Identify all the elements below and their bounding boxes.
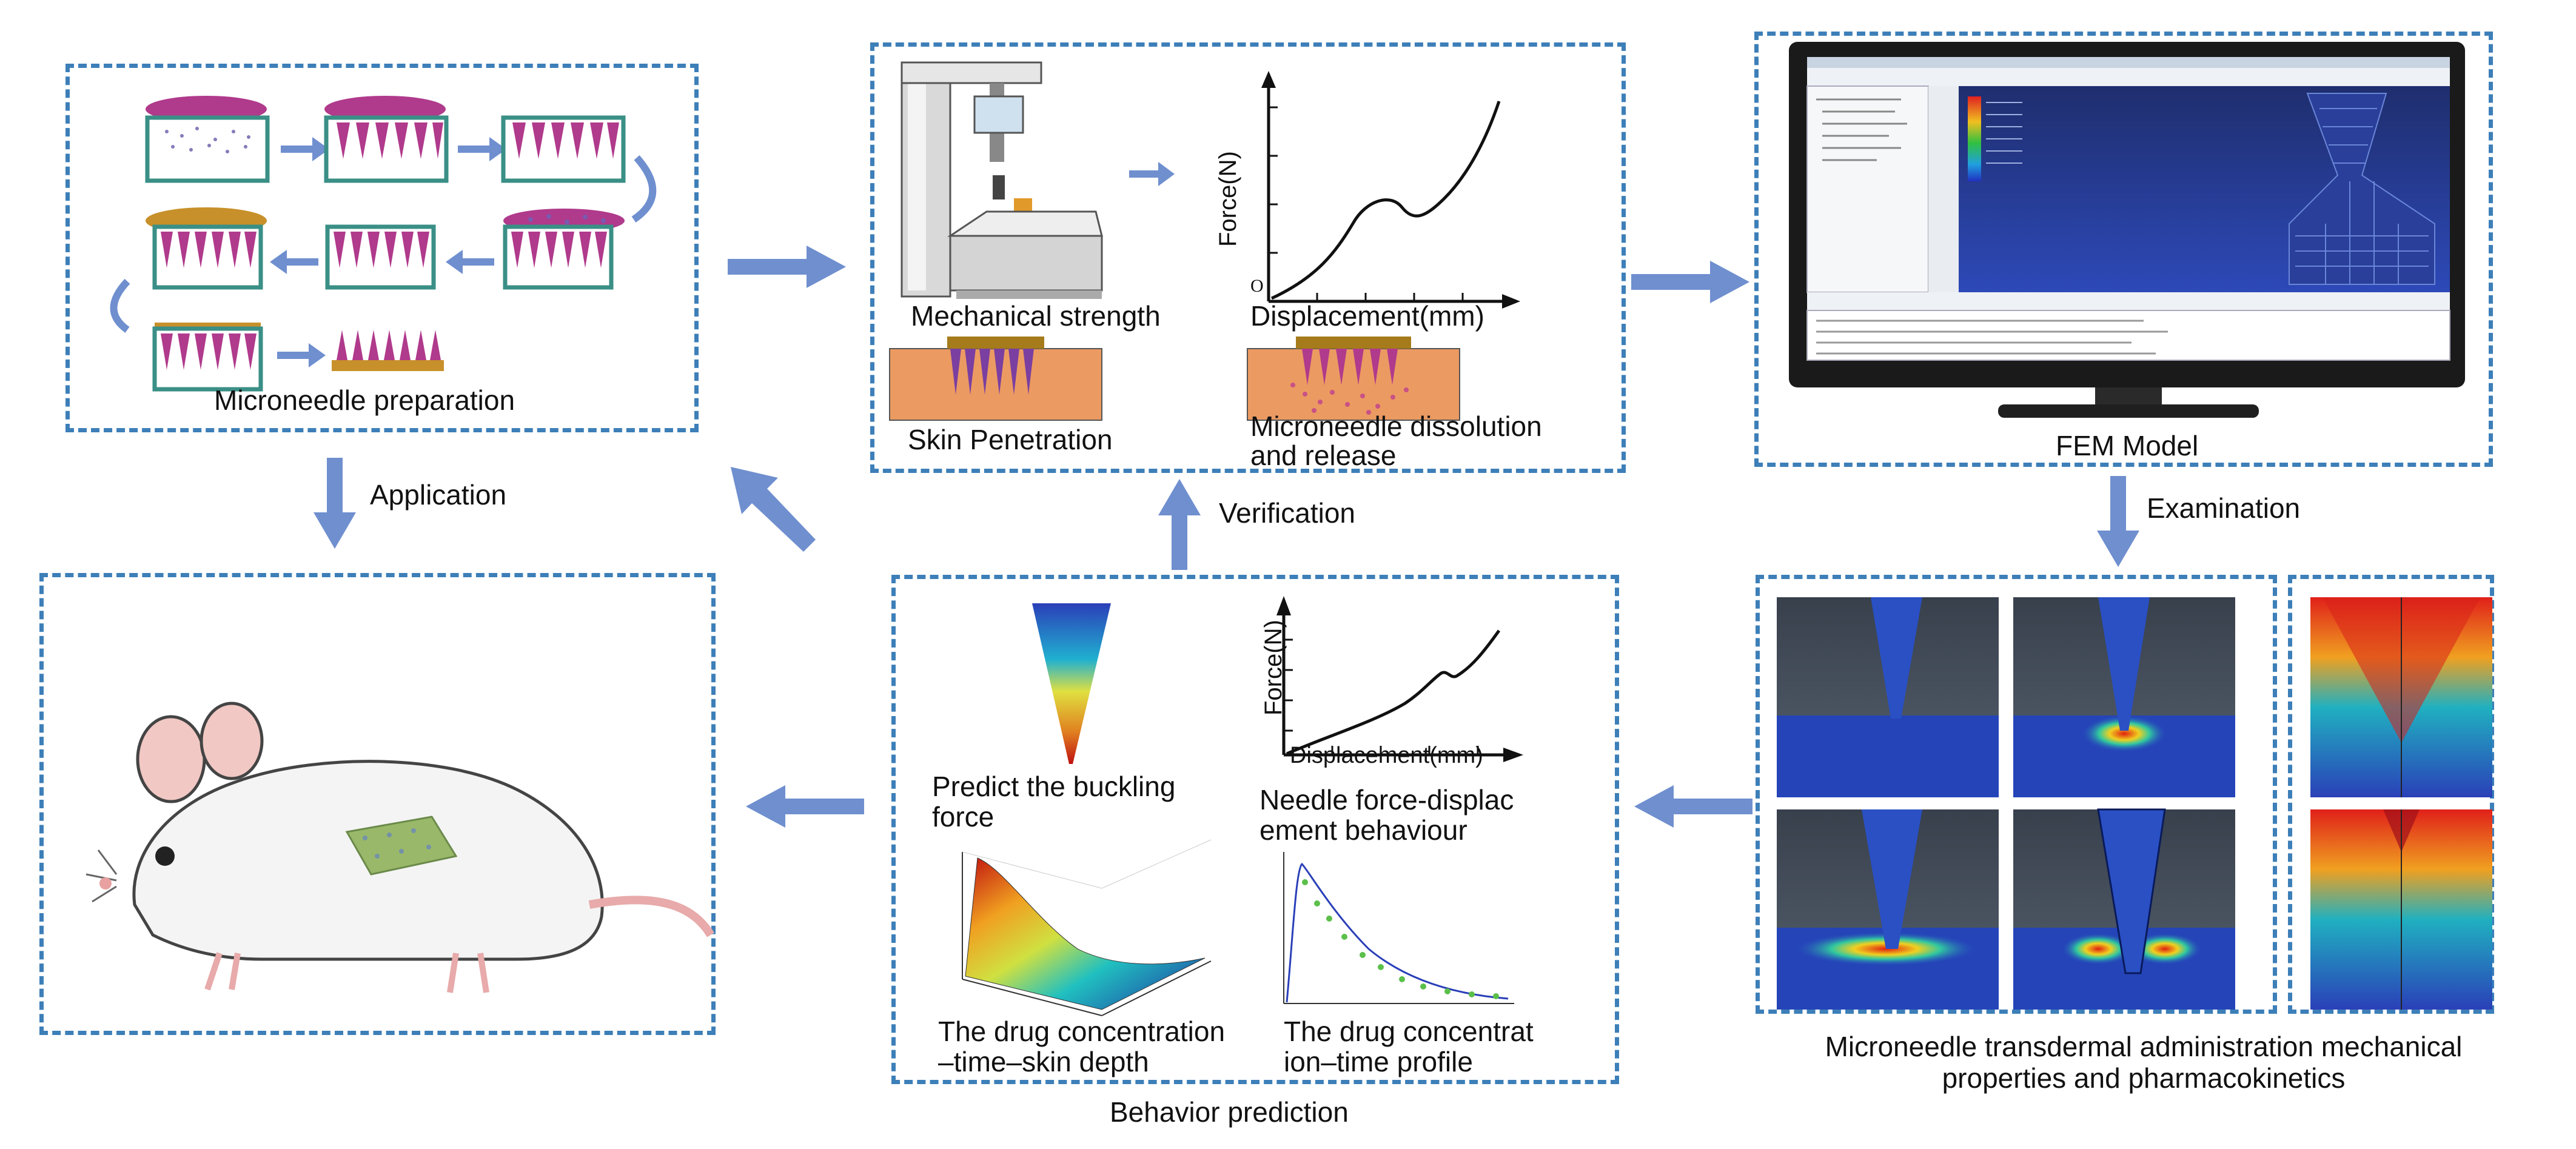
label-needle-line1: Needle force-displac [1259, 784, 1514, 816]
label-examination: Examination [2147, 492, 2301, 524]
panel-microneedle-preparation: Microneedle preparation [65, 64, 699, 432]
needle-force-displacement-graph [1276, 596, 1523, 762]
label-behavior-prediction: Behavior prediction [1110, 1096, 1349, 1128]
arrow-diagonal-to-prep [731, 467, 816, 552]
label-verification: Verification [1219, 497, 1356, 529]
label-application: Application [370, 479, 507, 511]
panel-behavior-prediction: Force(N) Displacement(mm) Predict the bu… [891, 575, 1619, 1084]
force-displacement-graph [1261, 71, 1520, 309]
label-skin-penetration: Skin Penetration [908, 424, 1113, 455]
fem-penetration-stress-images [1777, 597, 2235, 1010]
mold-step-4 [503, 209, 625, 290]
skin-penetration-illustration [889, 337, 1102, 421]
force-axis-label: Force(N) [1215, 151, 1241, 247]
mold-step-2 [324, 96, 449, 183]
panel-fem-model: FEM Model [1754, 32, 2493, 467]
diffusion-concentration-images [2310, 597, 2492, 1010]
label-conc-line2: ion–time profile [1284, 1046, 1473, 1077]
mold-step-6 [146, 207, 267, 290]
label-buckling-line1: Predict the buckling [932, 771, 1176, 802]
label-dissolution-line1: Microneedle dissolution [1250, 410, 1542, 442]
origin-label: O [1250, 276, 1264, 296]
concentration-time-depth-surface [962, 839, 1212, 1016]
mold-step-5 [325, 224, 436, 290]
label-conc3d-line2: –time–skin depth [938, 1046, 1149, 1077]
concentration-time-profile-graph [1283, 852, 1514, 1004]
dissolution-illustration [1247, 337, 1460, 421]
arrow-prep-to-verification [728, 246, 846, 288]
needle-force-axis-label: Force(N) [1260, 620, 1287, 715]
arrow-verification-to-fem [1631, 261, 1749, 303]
label-displacement-axis: Displacement(mm) [1250, 300, 1484, 332]
finished-microneedle-patch [332, 330, 444, 371]
mold-step-1 [145, 96, 270, 183]
monitor-illustration [1789, 42, 2465, 418]
label-mechanical-strength: Mechanical strength [911, 300, 1161, 332]
label-buckling-line2: force [932, 801, 995, 832]
microneedle-patch-on-mouse [345, 816, 458, 876]
arrow-down-application [314, 458, 356, 549]
mouse-illustration [86, 702, 714, 993]
mold-step-3 [501, 115, 626, 183]
label-needle-line2: ement behaviour [1259, 814, 1467, 846]
panel-mouse-application [39, 573, 716, 1035]
label-fem-model: FEM Model [2056, 430, 2199, 461]
buckling-needle-illustration [1032, 603, 1111, 764]
arrow-prediction-to-mouse [746, 785, 864, 828]
fem-mesh [2289, 93, 2435, 285]
label-properties-line2: properties and pharmacokinetics [1942, 1062, 2346, 1094]
label-dissolution-line2: and release [1250, 440, 1397, 471]
arrow-machine-to-graph [1129, 162, 1175, 186]
panel-properties-left [1756, 575, 2277, 1014]
panel-properties-right [2288, 575, 2494, 1014]
label-conc3d-line1: The drug concentration [938, 1016, 1226, 1047]
label-properties-line1: Microneedle transdermal administration m… [1825, 1031, 2463, 1062]
arrow-up-verification [1158, 479, 1201, 570]
mold-step-7 [152, 323, 263, 392]
label-microneedle-preparation: Microneedle preparation [214, 384, 515, 416]
arrow-properties-to-prediction [1634, 785, 1753, 828]
panel-verification: Force(N) O Mechanical strength Displacem… [870, 42, 1626, 473]
testing-machine-illustration [901, 61, 1103, 299]
label-conc-line1: The drug concentrat [1284, 1016, 1534, 1047]
needle-displacement-axis-label: Displacement(mm) [1290, 743, 1483, 768]
preparation-steps-illustration [110, 96, 657, 392]
arrow-down-examination [2097, 476, 2139, 567]
